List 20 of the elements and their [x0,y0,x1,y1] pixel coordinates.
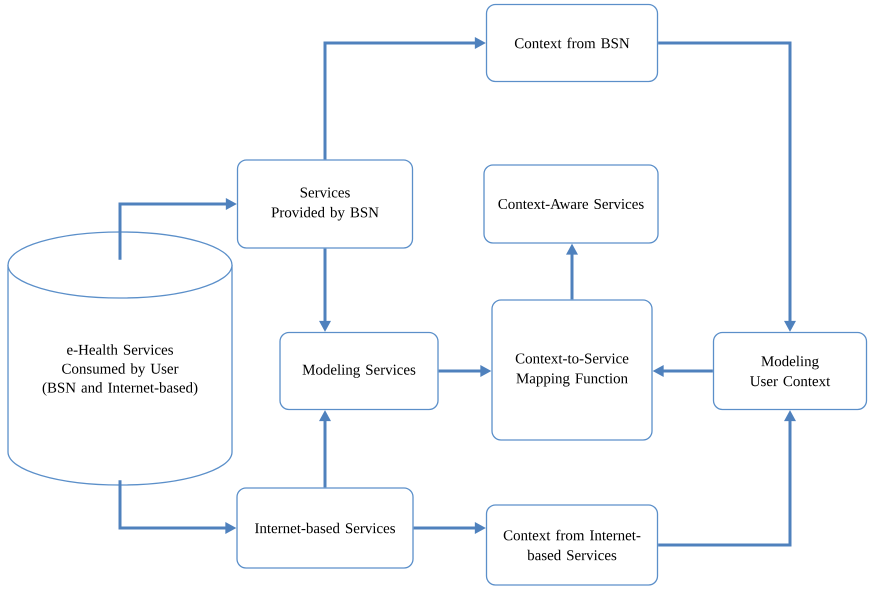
arrow [118,480,236,534]
arrow [414,522,486,534]
database-cylinder: e-Health Services Consumed by User (BSN and Internet-based) [7,231,233,486]
process-box: Context-Aware Services [483,164,659,244]
arrow [319,248,331,332]
process-box: Services Provided by BSN [236,159,414,249]
arrow [658,42,796,332]
process-box: Context-to-Service Mapping Function [491,299,653,441]
arrow [566,244,578,300]
process-box: Modeling Services [279,332,439,410]
arrow [658,410,796,546]
arrow [324,37,486,160]
arrow [652,365,713,377]
process-box: Context from Internet-based Services [486,504,658,586]
process-box: Internet-based Services [236,487,414,569]
process-box: Context from BSN [486,4,658,82]
arrow [118,198,237,260]
arrow [438,365,492,377]
process-box: Modeling User Context [712,332,868,410]
arrow [319,410,331,488]
